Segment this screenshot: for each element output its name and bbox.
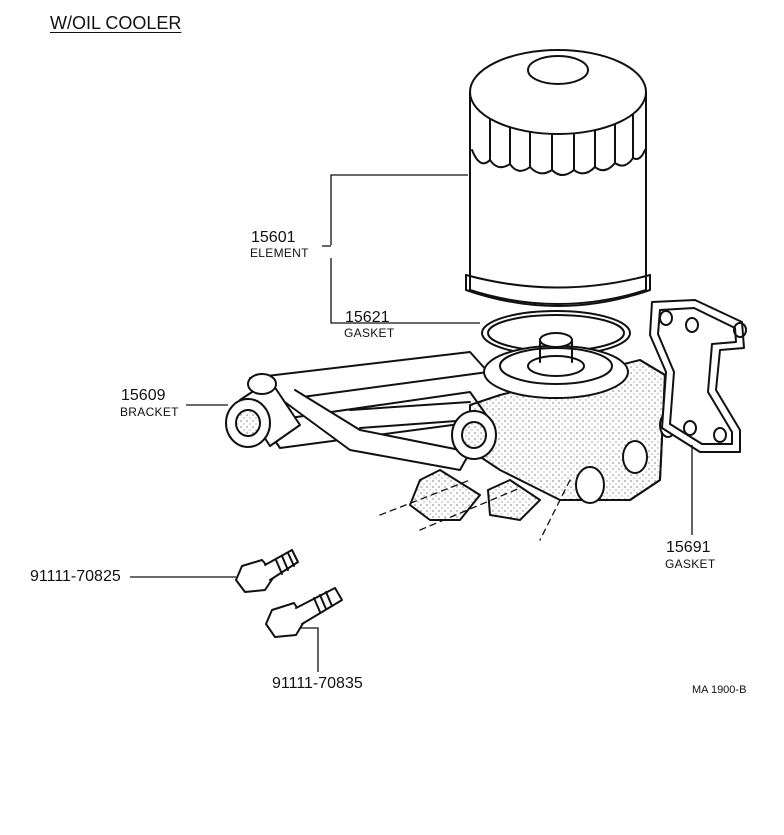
oil-filter-element xyxy=(465,49,651,307)
bolt-long xyxy=(265,587,343,638)
reference-code: MA 1900-B xyxy=(692,684,747,696)
part-number-element: 15601 xyxy=(251,229,296,246)
bolt-short xyxy=(235,549,299,593)
diagram-title: W/OIL COOLER xyxy=(50,13,182,33)
part-name-gasket-ring: GASKET xyxy=(344,326,395,340)
bracket-boss-left xyxy=(225,373,301,448)
part-number-bolt-long: 91111-70835 xyxy=(272,675,363,692)
gasket-plate xyxy=(649,299,747,453)
part-number-gasket-ring: 15621 xyxy=(345,309,390,326)
part-name-gasket-plate: GASKET xyxy=(665,557,716,571)
part-number-bracket: 15609 xyxy=(121,387,166,404)
part-number-gasket-plate: 15691 xyxy=(666,539,711,556)
part-name-bracket: BRACKET xyxy=(120,405,179,419)
alignment-lines xyxy=(379,479,571,541)
leader-lines xyxy=(130,174,693,672)
part-number-bolt-short: 91111-70825 xyxy=(30,568,121,585)
part-name-element: ELEMENT xyxy=(250,246,309,260)
filter-housing xyxy=(409,332,677,521)
